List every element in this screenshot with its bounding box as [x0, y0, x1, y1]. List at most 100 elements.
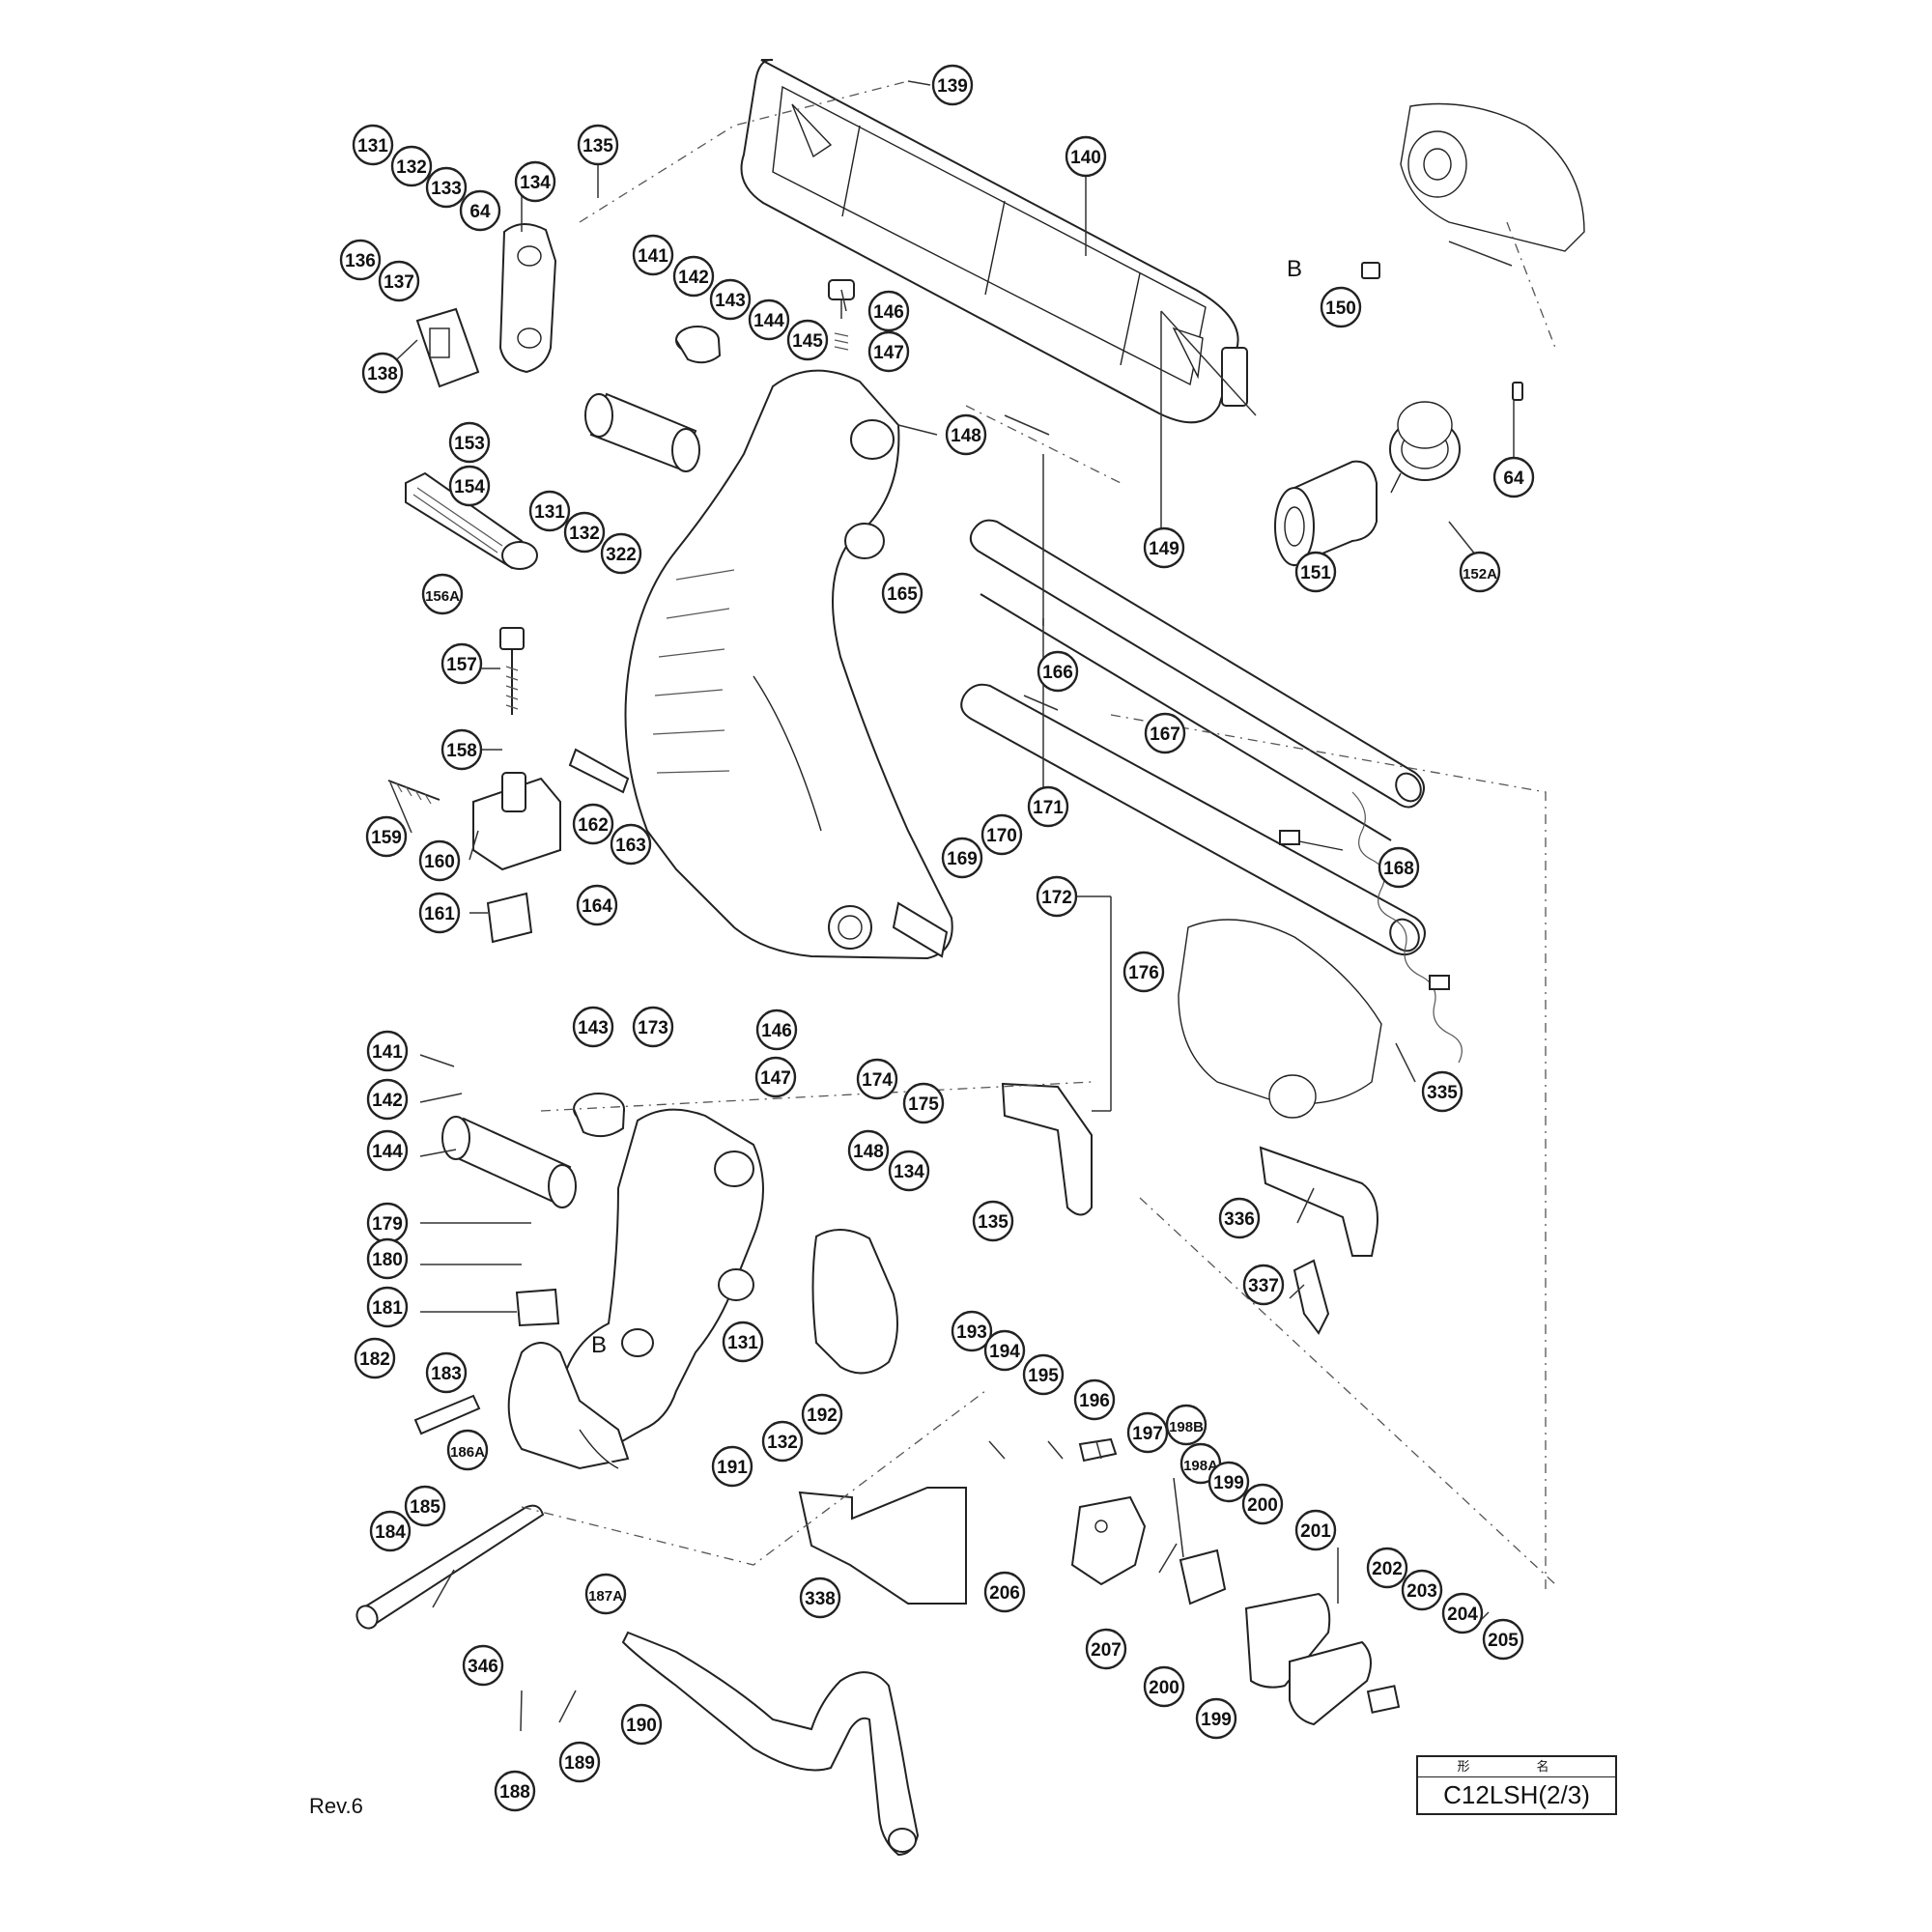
callout-circle — [558, 1741, 601, 1783]
callout-label: 207 — [1091, 1640, 1122, 1661]
callout-circle — [425, 1351, 468, 1394]
motor-housing-ref — [1400, 102, 1585, 349]
callout-label: 64 — [469, 202, 491, 222]
callout-label: 147 — [760, 1068, 791, 1089]
callout-label: 186A — [450, 1444, 485, 1461]
callout-circle — [722, 1321, 764, 1363]
callout-circle — [672, 255, 715, 298]
label-196 — [1078, 1437, 1118, 1463]
sleeve-143-lower — [573, 1093, 625, 1138]
callout-circle — [1143, 526, 1185, 569]
pin-183 — [413, 1394, 481, 1435]
callout-label: 139 — [937, 76, 968, 97]
callout-c163: 163 — [610, 823, 652, 866]
callout-label: 197 — [1132, 1424, 1163, 1444]
callout-c131c: 131 — [722, 1321, 764, 1363]
callout-c149: 149 — [1143, 526, 1185, 569]
callout-label: 174 — [862, 1070, 893, 1091]
callout-label: 134 — [894, 1162, 924, 1182]
callout-label: 206 — [989, 1583, 1020, 1604]
reference-label-b-top: B — [1287, 256, 1302, 282]
callout-circle — [339, 239, 382, 281]
callout-label: 201 — [1300, 1521, 1331, 1542]
callout-circle — [983, 1329, 1026, 1372]
callout-label: 149 — [1149, 539, 1179, 559]
callout-c190: 190 — [620, 1703, 663, 1746]
callout-c171: 171 — [1027, 785, 1069, 828]
callout-label: 337 — [1248, 1276, 1279, 1296]
callout-circle — [1241, 1483, 1284, 1525]
callout-circle — [514, 160, 556, 203]
callout-label: 346 — [468, 1657, 498, 1677]
callout-label: 133 — [431, 179, 462, 199]
callout-c194: 194 — [983, 1329, 1026, 1372]
callout-c139: 139 — [931, 64, 974, 106]
callout-c152A: 152A — [1459, 551, 1501, 593]
callout-label: 202 — [1372, 1559, 1403, 1579]
callout-circle — [1036, 875, 1078, 918]
callout-label: 136 — [345, 251, 376, 271]
callout-label: 193 — [956, 1322, 987, 1343]
label-203 — [1366, 1685, 1401, 1714]
callout-label: 200 — [1247, 1495, 1278, 1516]
callout-circle — [1421, 1070, 1463, 1113]
callout-c144a: 144 — [748, 298, 790, 341]
guide-tube-166 — [960, 683, 1426, 956]
callout-circle — [366, 1030, 409, 1072]
callout-c207: 207 — [1085, 1628, 1127, 1670]
callout-c132a: 132 — [390, 145, 433, 187]
callout-c205: 205 — [1482, 1618, 1524, 1661]
callout-circle — [1441, 1592, 1484, 1634]
callout-label: 146 — [761, 1021, 792, 1041]
callout-label: 171 — [1033, 798, 1064, 818]
callout-circle — [404, 1485, 446, 1527]
callout-label: 203 — [1406, 1581, 1437, 1602]
bolt-157 — [499, 627, 525, 715]
callout-label: 154 — [454, 477, 485, 497]
bolt-150 — [1361, 262, 1380, 279]
callout-c338: 338 — [799, 1577, 841, 1619]
callout-c164: 164 — [576, 884, 618, 926]
callout-circle — [361, 352, 404, 394]
pin-64-right — [1512, 382, 1523, 401]
callout-c136: 136 — [339, 239, 382, 281]
callout-label: 192 — [807, 1406, 838, 1426]
callout-circle — [941, 837, 983, 879]
callout-c135a: 135 — [577, 124, 619, 166]
callout-circle — [1126, 1411, 1169, 1454]
callout-circle — [748, 298, 790, 341]
callout-c335: 335 — [1421, 1070, 1463, 1113]
callout-circle — [754, 1056, 797, 1098]
alignment-lines — [521, 80, 1556, 1594]
callout-label: 159 — [371, 828, 402, 848]
guide-tube-149 — [969, 519, 1425, 809]
callout-c146b: 146 — [755, 1009, 798, 1051]
callout-circle — [446, 1429, 489, 1471]
lever-156A — [405, 471, 538, 570]
callout-label: 190 — [626, 1716, 657, 1736]
callout-label: 148 — [853, 1142, 884, 1162]
callout-label: 140 — [1070, 148, 1101, 168]
callout-circle — [563, 511, 606, 554]
callout-circle — [584, 1573, 627, 1615]
cover-202 — [1289, 1640, 1372, 1726]
callout-circle — [761, 1420, 804, 1463]
callout-circle — [1027, 785, 1069, 828]
upper-fence-body-part — [624, 369, 953, 960]
callout-circle — [881, 572, 923, 614]
callout-c185: 185 — [404, 1485, 446, 1527]
callout-c183: 183 — [425, 1351, 468, 1394]
callout-c150: 150 — [1320, 286, 1362, 328]
callout-label: 188 — [499, 1782, 530, 1803]
pin-162 — [568, 748, 630, 794]
callout-c179: 179 — [366, 1202, 409, 1244]
callout-c131a: 131 — [352, 124, 394, 166]
callout-label: 176 — [1128, 963, 1159, 983]
callout-c146a: 146 — [867, 290, 910, 332]
callout-c157: 157 — [440, 642, 483, 685]
callout-label: 196 — [1079, 1391, 1110, 1411]
spring-147-top — [834, 332, 849, 351]
callout-label: 152A — [1463, 566, 1497, 582]
callout-circle — [448, 421, 491, 464]
callout-c191: 191 — [711, 1445, 753, 1488]
